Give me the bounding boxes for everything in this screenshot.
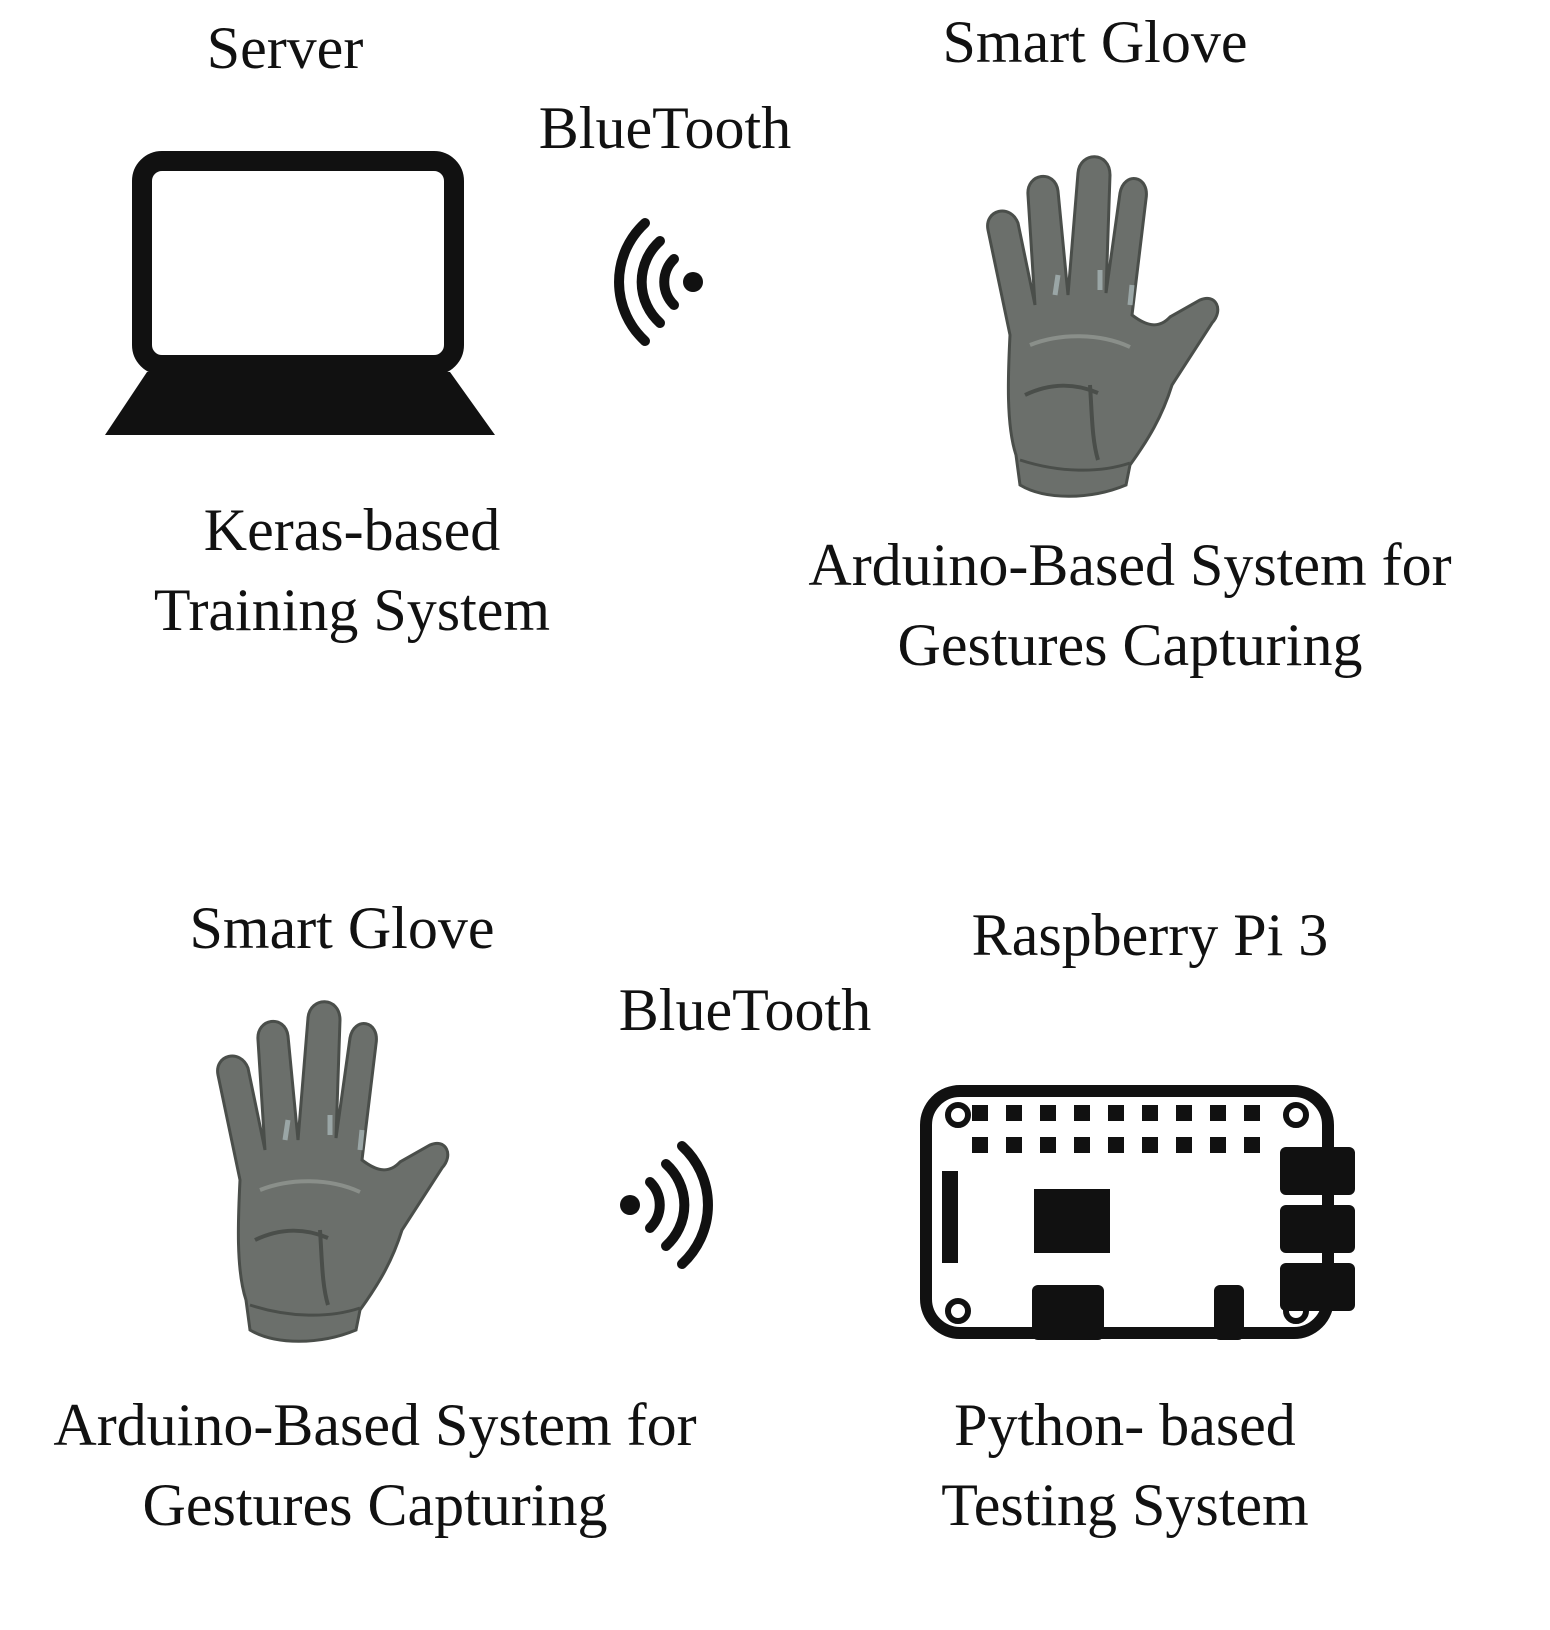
server-desc-line1: Keras-based — [203, 497, 501, 563]
glove-description-top: Arduino-Based System for Gestures Captur… — [808, 525, 1451, 685]
glove-desc-bottom-line2: Gestures Capturing — [142, 1472, 608, 1538]
wireless-signal-icon — [620, 1141, 713, 1269]
bluetooth-label-bottom: BlueTooth — [618, 977, 872, 1043]
glove-description-bottom: Arduino-Based System for Gestures Captur… — [53, 1385, 696, 1545]
server-description: Keras-based Training System — [154, 490, 550, 650]
bluetooth-label-top: BlueTooth — [538, 95, 792, 161]
glove-icon — [986, 155, 1220, 498]
pi-desc-line2: Testing System — [941, 1472, 1309, 1538]
raspberry-pi-board-icon — [920, 1085, 1355, 1340]
server-title: Server — [206, 15, 364, 81]
smart-glove-title-bottom: Smart Glove — [189, 895, 495, 961]
server-desc-line2: Training System — [153, 577, 551, 643]
wireless-signal-icon — [614, 218, 703, 346]
glove-desc-bottom-line1: Arduino-Based System for — [53, 1392, 697, 1458]
pi-desc-line1: Python- based — [954, 1392, 1296, 1458]
pi-description: Python- based Testing System — [941, 1385, 1308, 1545]
glove-desc-top-line1: Arduino-Based System for — [808, 532, 1452, 598]
laptop-icon — [105, 151, 495, 435]
smart-glove-title-top: Smart Glove — [942, 9, 1248, 75]
glove-icon — [216, 1000, 450, 1343]
glove-desc-top-line2: Gestures Capturing — [897, 612, 1363, 678]
raspberry-pi-title: Raspberry Pi 3 — [971, 902, 1329, 968]
